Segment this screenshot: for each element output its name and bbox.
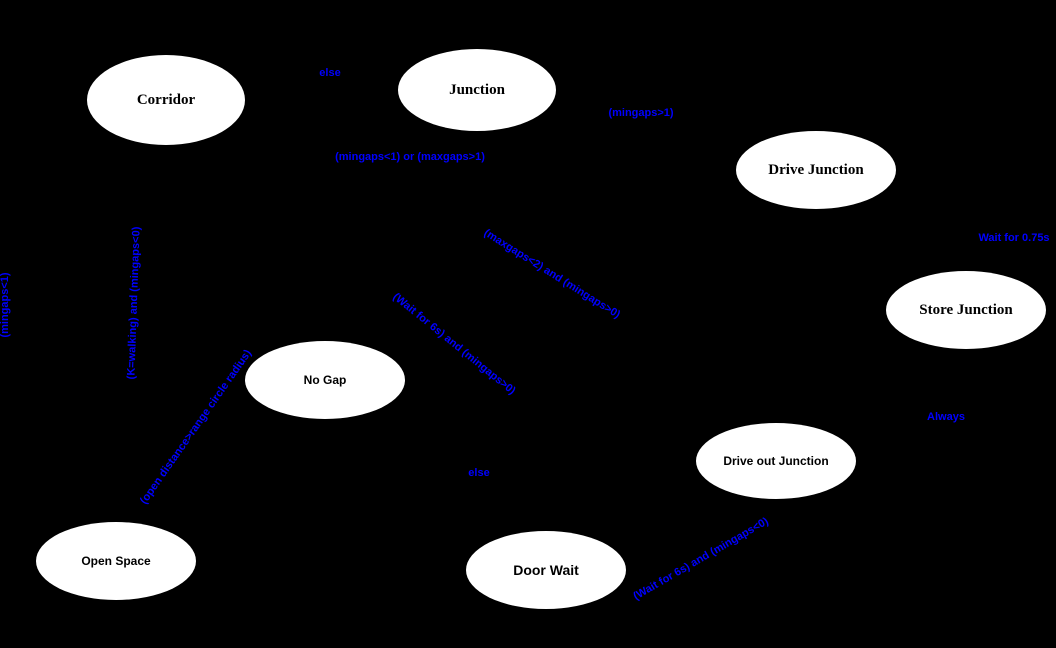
- edge-label-wait-6s-mingaps-lt-0: (Wait for 6s) and (mingaps<0): [631, 515, 771, 603]
- state-node-label: Corridor: [136, 91, 196, 108]
- edge-label-mingaps-lt-1-or-maxgaps: (mingaps<1) or (maxgaps>1): [335, 151, 485, 163]
- state-node-label: Open Space: [81, 554, 151, 568]
- state-node-open-space: Open Space: [36, 522, 196, 600]
- edge-label-k-walking-mingaps-lt-0: (K=walking) and (mingaps<0): [125, 226, 143, 380]
- state-node-label: Drive Junction: [768, 161, 864, 178]
- state-node-junction: Junction: [398, 49, 556, 131]
- state-node-no-gap: No Gap: [245, 341, 405, 419]
- state-node-label: Door Wait: [513, 562, 579, 578]
- state-node-store-junction: Store Junction: [886, 271, 1046, 349]
- edge-label-wait-for-075s: Wait for 0.75s: [978, 232, 1050, 244]
- state-node-drive-out-junction: Drive out Junction: [696, 423, 856, 499]
- edge-label-mingaps-gt-1: (mingaps>1): [608, 107, 674, 119]
- state-node-label: No Gap: [303, 373, 347, 387]
- edge-label-open-distance: (open distance>range circle radius): [137, 347, 255, 507]
- edge-label-mingaps-lt-1-left: (mingaps<1): [0, 272, 11, 338]
- state-node-corridor: Corridor: [87, 55, 245, 145]
- edge-label-else-bottom: else: [468, 467, 490, 479]
- edge-label-always: Always: [927, 411, 965, 423]
- edge-label-else-top: else: [319, 67, 341, 79]
- state-node-label: Store Junction: [919, 301, 1013, 318]
- state-node-label: Drive out Junction: [723, 454, 829, 468]
- state-node-label: Junction: [449, 81, 505, 98]
- edge-label-maxgaps-lt-2-mingaps-gt-0: (maxgaps<2) and (mingaps>0): [481, 226, 623, 322]
- state-node-drive-junction: Drive Junction: [736, 131, 896, 209]
- state-node-door-wait: Door Wait: [466, 531, 626, 609]
- edge-label-wait-6s-mingaps-gt-0: (Wait for 6s) and (mingaps>0): [390, 290, 518, 398]
